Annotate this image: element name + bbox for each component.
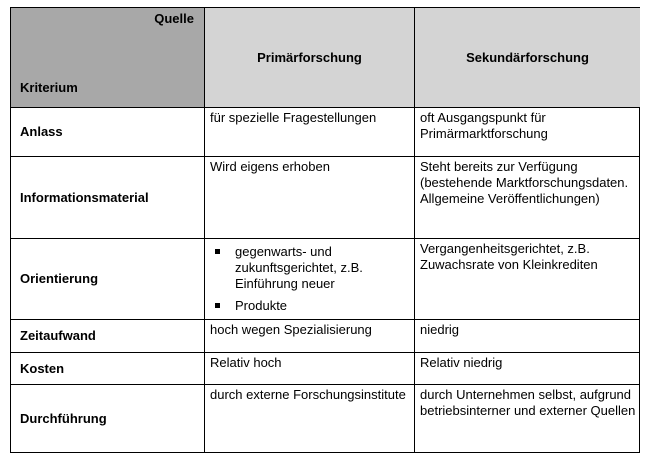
cell-kosten-primary: Relativ hoch [204,352,414,384]
row-label-informationsmaterial: Informationsmaterial [10,156,204,238]
cell-informationsmaterial-primary: Wird eigens erhoben [204,156,414,238]
row-label-kosten: Kosten [10,352,204,384]
cell-informationsmaterial-secondary: Steht bereits zur Verfügung (bestehende … [414,156,640,238]
bullet-text: gegenwarts- und zukunftsgerichtet, z.B. … [235,244,363,291]
corner-header-cell: Quelle Kriterium [10,7,204,107]
bullet-list: gegenwarts- und zukunftsgerichtet, z.B. … [210,241,410,314]
corner-label-quelle: Quelle [154,11,194,26]
cell-anlass-secondary: oft Ausgangspunkt für Primärmarktforschu… [414,107,640,156]
cell-zeitaufwand-primary: hoch wegen Spezialisierung [204,319,414,352]
row-label-durchfuehrung: Durchführung [10,384,204,453]
square-bullet-icon [215,303,220,308]
column-header-primary: Primärforschung [204,7,414,107]
square-bullet-icon [215,249,220,254]
bullet-item: gegenwarts- und zukunftsgerichtet, z.B. … [210,244,410,292]
column-header-secondary: Sekundärforschung [414,7,640,107]
corner-label-kriterium: Kriterium [20,80,78,95]
cell-orientierung-primary: gegenwarts- und zukunftsgerichtet, z.B. … [204,238,414,319]
row-label-anlass: Anlass [10,107,204,156]
cell-orientierung-secondary: Vergangenheitsgerichtet, z.B. Zuwachsrat… [414,238,640,319]
cell-zeitaufwand-secondary: niedrig [414,319,640,352]
comparison-table: Quelle Kriterium Primärforschung Sekundä… [10,7,640,453]
cell-kosten-secondary: Relativ niedrig [414,352,640,384]
bullet-item: Produkte [210,298,410,314]
bullet-text: Produkte [235,298,288,313]
cell-durchfuehrung-primary: durch externe Forschungsinstitute [204,384,414,453]
cell-durchfuehrung-secondary: durch Unternehmen selbst, aufgrund betri… [414,384,640,453]
row-label-orientierung: Orientierung [10,238,204,319]
cell-anlass-primary: für spezielle Fragestellungen [204,107,414,156]
row-label-zeitaufwand: Zeitaufwand [10,319,204,352]
